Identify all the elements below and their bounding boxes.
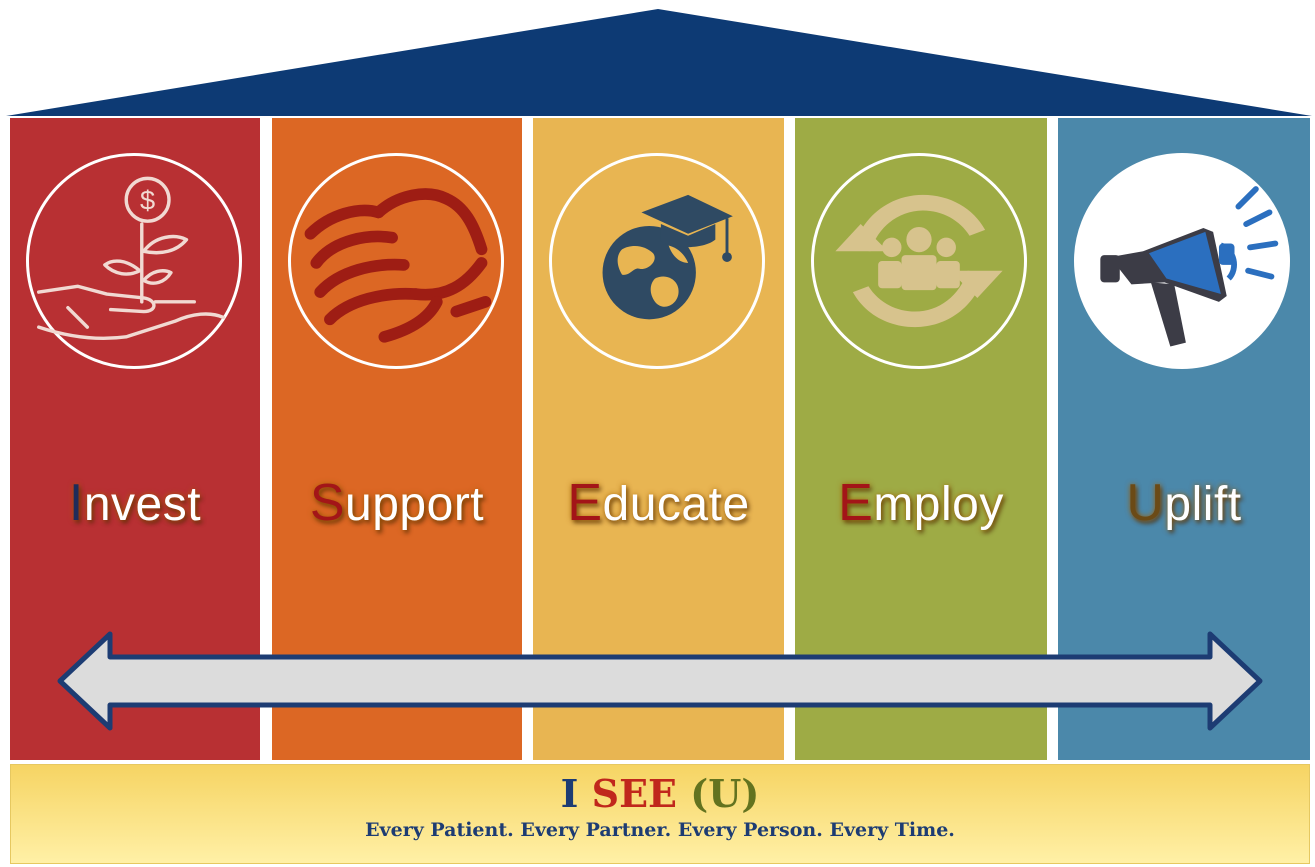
pillar-label-uplift: Uplift (1058, 473, 1310, 533)
title-u: (U) (690, 771, 760, 816)
label-initial: E (838, 474, 874, 532)
foundation-banner: I SEE (U) Every Patient. Every Partner. … (10, 764, 1310, 864)
people-cycle-icon (811, 153, 1027, 369)
svg-text:$: $ (140, 184, 155, 215)
label-rest: plift (1164, 478, 1242, 531)
pillar-support: Support (272, 118, 522, 760)
pillar-label-invest: Invest (10, 473, 260, 533)
megaphone-icon (1074, 153, 1290, 369)
pillar-invest: $ Invest (10, 118, 260, 760)
label-rest: ducate (602, 478, 750, 531)
label-initial: U (1126, 474, 1165, 532)
label-rest: upport (345, 478, 485, 531)
pillar-label-support: Support (272, 473, 522, 533)
title-see: SEE (591, 771, 678, 816)
label-initial: S (309, 474, 346, 532)
label-rest: mploy (873, 478, 1004, 531)
title-i: I (560, 771, 579, 816)
pillar-employ: Employ (795, 118, 1047, 760)
label-initial: I (68, 474, 84, 532)
pillar-label-educate: Educate (533, 473, 784, 533)
foundation-title: I SEE (U) (11, 771, 1309, 817)
globe-graduation-cap-icon (549, 153, 765, 369)
handshake-icon (288, 153, 504, 369)
foundation-tagline: Every Patient. Every Partner. Every Pers… (365, 819, 955, 841)
label-initial: E (567, 474, 603, 532)
investment-growth-icon: $ (26, 153, 242, 369)
pillar-uplift: Uplift (1058, 118, 1310, 760)
label-rest: nvest (83, 478, 202, 531)
pillar-label-employ: Employ (795, 473, 1047, 533)
pillar-educate: Educate (533, 118, 784, 760)
